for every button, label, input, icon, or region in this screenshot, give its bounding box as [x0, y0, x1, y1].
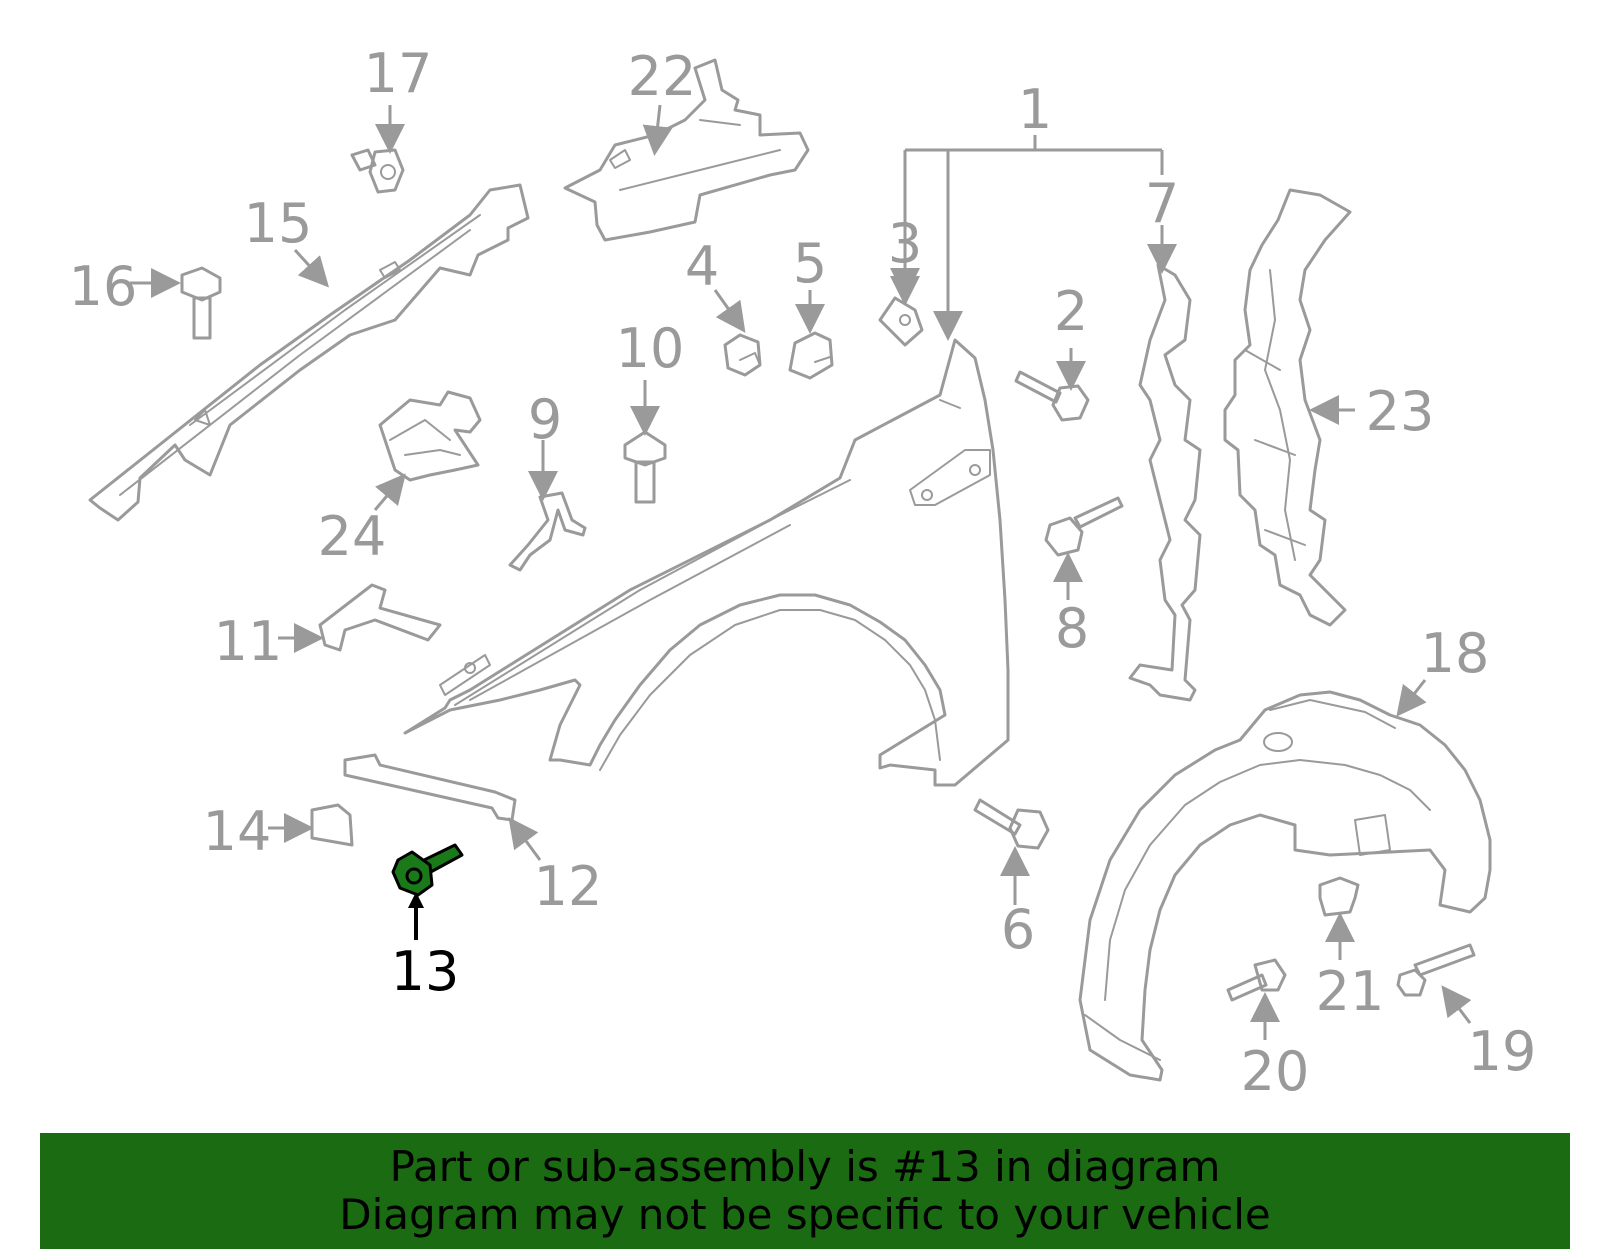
part-9-bracket	[508, 440, 587, 572]
callout-7: 7	[1145, 172, 1179, 235]
part-14-clip	[268, 803, 354, 847]
callout-20: 20	[1241, 1040, 1310, 1103]
leader-1	[890, 135, 1164, 341]
callout-6: 6	[1001, 898, 1035, 961]
part-19-screw	[1396, 943, 1476, 1024]
part-3-clip	[878, 270, 924, 347]
part-8-bolt	[1044, 496, 1124, 600]
callout-15: 15	[244, 192, 313, 255]
part-24-bracket	[373, 390, 482, 511]
parts-diagram: 1 2 3 4 5 6 7 8 9 10 11 12 13 14 15 16 1…	[69, 42, 1537, 1103]
callout-4: 4	[685, 235, 719, 298]
part-11-bracket	[278, 583, 442, 653]
part-6-bolt	[973, 798, 1050, 905]
callout-22: 22	[628, 45, 697, 108]
callout-18: 18	[1421, 622, 1490, 685]
fender-panel	[403, 338, 1010, 787]
part-16-bolt	[130, 266, 222, 340]
part-17-plug	[350, 105, 405, 194]
part-5-clip-nut	[788, 290, 834, 380]
footer-banner: Part or sub-assembly is #13 in diagram D…	[40, 1133, 1570, 1249]
callout-1: 1	[1018, 78, 1052, 141]
callout-2: 2	[1054, 280, 1088, 343]
callout-23: 23	[1366, 380, 1435, 443]
callout-12: 12	[534, 855, 603, 918]
part-20-pin	[1226, 958, 1287, 1040]
part-15-rail	[88, 183, 530, 522]
callout-9: 9	[528, 388, 562, 451]
part-22-bracket	[563, 58, 810, 242]
part-13-bolt[interactable]	[391, 843, 464, 940]
callout-21: 21	[1316, 960, 1385, 1023]
callout-17: 17	[364, 42, 433, 105]
callout-labels: 1 2 3 4 5 6 7 8 9 10 11 12 13 14 15 16 1…	[69, 42, 1537, 1103]
callout-19: 19	[1468, 1020, 1537, 1083]
callout-16: 16	[69, 255, 138, 318]
callout-13: 13	[391, 940, 460, 1003]
callout-11: 11	[214, 610, 283, 673]
part-18-wheelhouse-liner	[1078, 679, 1492, 1082]
part-21-clip	[1318, 876, 1360, 960]
callout-24: 24	[318, 505, 387, 568]
part-4-clip-nut	[713, 289, 762, 377]
footer-line-1: Part or sub-assembly is #13 in diagram	[389, 1142, 1221, 1191]
callout-14: 14	[203, 800, 272, 863]
part-7-bracket	[1128, 225, 1202, 702]
callout-5: 5	[793, 232, 827, 295]
callout-3: 3	[888, 212, 922, 275]
callout-8: 8	[1055, 597, 1089, 660]
callout-10: 10	[616, 317, 685, 380]
footer-line-2: Diagram may not be specific to your vehi…	[339, 1190, 1271, 1239]
part-12-strip	[343, 753, 542, 861]
part-23-splash-shield	[1223, 188, 1355, 627]
part-10-bolt	[623, 380, 667, 504]
part-2-bolt	[1014, 348, 1090, 422]
